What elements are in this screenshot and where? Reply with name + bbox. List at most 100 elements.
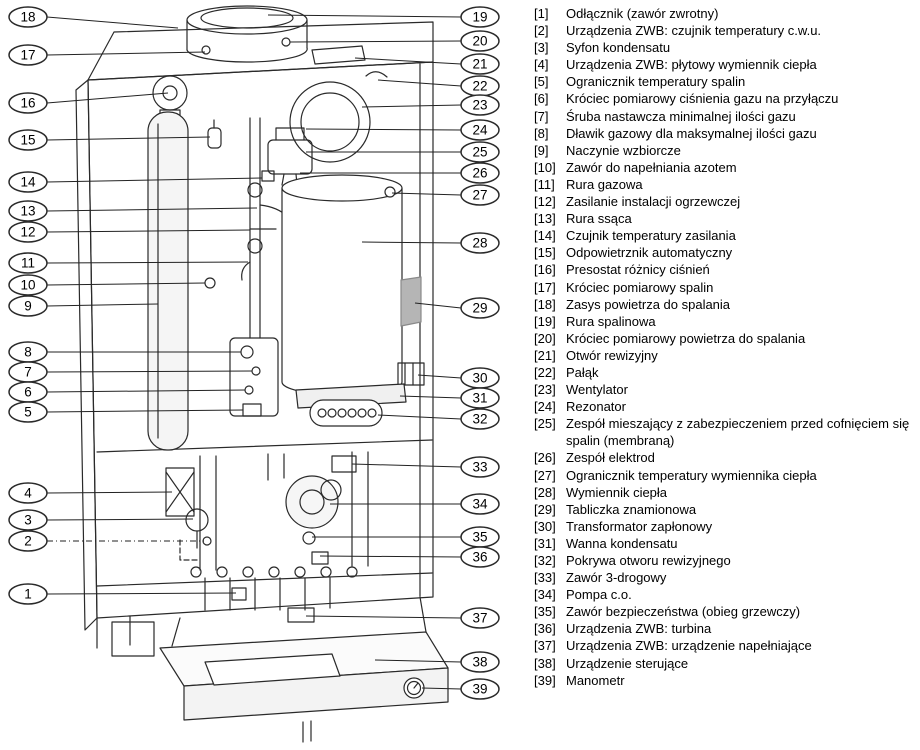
legend-item-number: [16] [534,262,556,278]
legend-item-label: Urządzenie sterujące [566,655,689,671]
air-vent [207,119,222,149]
legend-item-number: [4] [534,57,549,73]
legend-item: [31] Wanna kondensatu [534,535,916,552]
legend-item-label: Króciec pomiarowy ciśnienia gazu na przy… [566,91,839,107]
legend-item: [35] Zawór bezpieczeństwa (obieg grzewcz… [534,603,916,620]
legend-item-number: [36] [534,621,556,637]
callout-22: 22 [460,75,500,97]
bracket [365,71,388,78]
legend-item-label: Rura ssąca [566,211,632,227]
callout-number: 36 [472,550,487,565]
legend-item: [37] Urządzenia ZWB: urządzenie napełnia… [534,637,916,654]
legend-item: [4] Urządzenia ZWB: płytowy wymiennik ci… [534,56,916,73]
legend-item-number: [26] [534,450,556,466]
legend-item: [23] Wentylator [534,381,916,398]
callout-number: 13 [20,204,35,219]
legend-item: [33] Zawór 3-drogowy [534,569,916,586]
manometer [403,677,425,699]
legend-item: [28] Wymiennik ciepła [534,484,916,501]
callout-2: 2 [8,530,48,552]
legend-item-number: [20] [534,330,556,346]
legend-item-label: Pokrywa otworu rewizyjnego [566,553,731,568]
legend-item: [21] Otwór rewizyjny [534,347,916,364]
legend-item: [26] Zespół elektrod [534,449,916,466]
legend-item: [3] Syfon kondensatu [534,39,916,56]
boiler-diagram: 18 17 16 15 14 13 12 11 10 9 8 7 6 5 4 3… [8,5,500,743]
hydraulic-group [165,451,369,611]
dhw-sensor [202,536,212,546]
callout-number: 7 [24,365,32,380]
legend-item-label: Zespół elektrod [566,450,655,466]
legend-item-label: Dławik gazowy dla maksymalnej ilości gaz… [566,125,817,141]
callout-24: 24 [460,119,500,141]
legend-item-label: Zawór bezpieczeństwa (obieg grzewczy) [566,604,801,620]
legend-item: [17] Króciec pomiarowy spalin [534,279,916,296]
callout-number: 23 [472,98,487,113]
legend-item-number: [21] [534,347,556,363]
legend-item-label: Urządzenia ZWB: płytowy wymiennik ciepła [566,57,817,73]
legend-item-number: [27] [534,467,556,483]
callout-3: 3 [8,509,48,531]
legend-item-number: [35] [534,604,556,620]
legend-item: [27] Ogranicznik temperatury wymiennika … [534,467,916,484]
legend-item-number: [31] [534,535,556,551]
callout-number: 9 [24,299,32,314]
heat-exchanger [281,174,403,396]
callout-number: 22 [472,79,487,94]
legend-item-label: Pompa c.o. [566,587,632,603]
callout-number: 8 [24,345,32,360]
legend-item-number: [37] [534,638,556,654]
legend-item-label: Czujnik temperatury zasilania [566,228,736,244]
callout-14: 14 [8,171,48,193]
callout-number: 5 [24,405,32,420]
legend-item-label: Pałąk [566,364,599,380]
legend-item-number: [10] [534,159,556,175]
legend-item: [30] Transformator zapłonowy [534,518,916,535]
callout-7: 7 [8,361,48,383]
legend-item: [1] Odłącznik (zawór zwrotny) [534,5,916,22]
control-unit [111,596,449,743]
inspection-opening [311,45,366,65]
callout-13: 13 [8,200,48,222]
legend-item-label: Zawór 3-drogowy [566,570,667,586]
legend-item-label: Wymiennik ciepła [566,484,668,500]
leader-lines-right [267,14,462,690]
legend-item-label: Rura spalinowa [566,313,656,329]
legend-item-number: [18] [534,296,556,312]
callout-number: 11 [21,256,35,271]
legend-item-label: Syfon kondensatu [566,40,671,56]
legend-item-label: Odłącznik (zawór zwrotny) [566,6,719,21]
callout-number: 24 [472,123,488,138]
legend-item-number: [38] [534,655,556,671]
callouts: 18 17 16 15 14 13 12 11 10 9 8 7 6 5 4 3… [8,6,500,700]
callout-12: 12 [8,221,48,243]
air-measure-stub [281,37,291,47]
callout-number: 32 [472,412,487,427]
callout-number: 38 [472,655,487,670]
callout-33: 33 [460,456,500,478]
callout-35: 35 [460,526,500,548]
callout-number: 10 [20,278,35,293]
callout-number: 2 [24,534,32,549]
legend-item: [6] Króciec pomiarowy ciśnienia gazu na … [534,90,916,107]
callout-20: 20 [460,30,500,52]
safety-valve [302,531,316,545]
legend-item-label: Naczynie wzbiorcze [566,142,681,158]
legend-item: [15] Odpowietrznik automatyczny [534,244,916,261]
legend-item: [25] Zespół mieszający z zabezpieczeniem… [534,415,916,449]
callout-18: 18 [8,6,48,28]
legend-item-number: [8] [534,125,549,141]
legend-item: [20] Króciec pomiarowy powietrza do spal… [534,330,916,347]
legend-item: [34] Pompa c.o. [534,586,916,603]
legend-item-number: [7] [534,108,549,124]
legend-item-label: Ogranicznik temperatury wymiennika ciepł… [566,467,817,483]
callout-number: 25 [472,145,487,160]
callout-number: 28 [472,236,487,251]
legend-item-number: [24] [534,399,556,415]
callout-number: 4 [24,486,32,501]
legend-item-number: [34] [534,587,556,603]
callout-26: 26 [460,162,500,184]
legend-item-label: Rezonator [566,399,626,415]
legend-item-label: Urządzenia ZWB: turbina [566,621,712,637]
